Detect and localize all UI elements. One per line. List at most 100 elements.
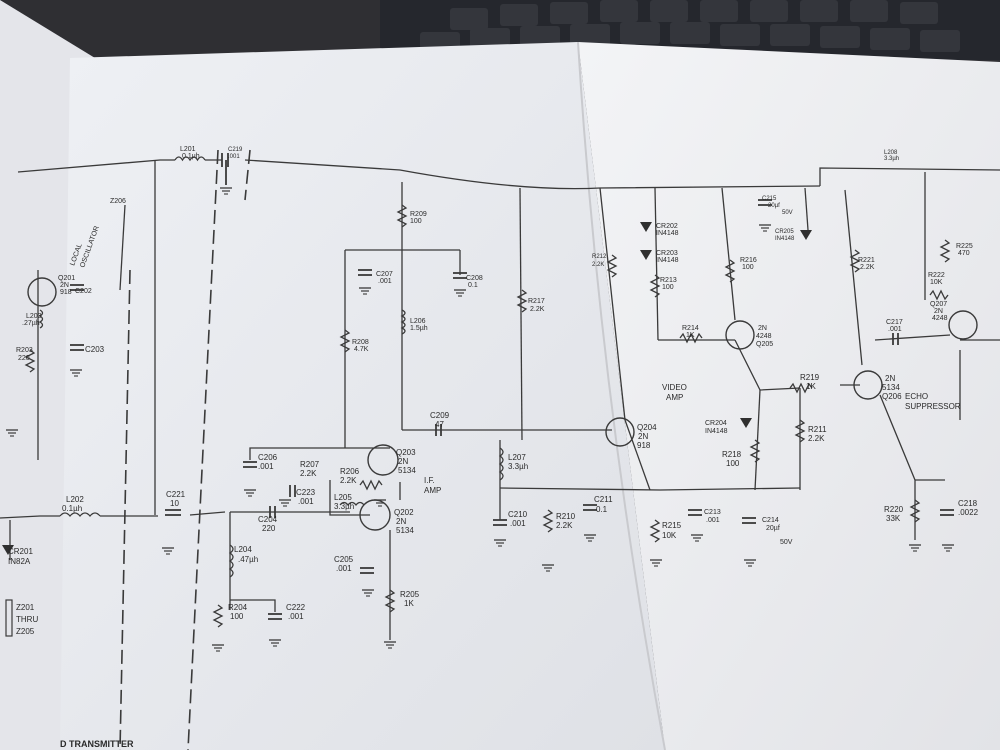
label-c209-val: 47 xyxy=(435,420,444,429)
label-c219-val: .001 xyxy=(228,154,240,160)
label-c221: C221 xyxy=(166,490,186,499)
label-q207-type: 2N xyxy=(934,308,943,315)
label-r211: R211 xyxy=(808,425,827,434)
resistor-symbols xyxy=(24,204,951,628)
label-c206-val: .001 xyxy=(258,462,274,471)
label-c210: C210 xyxy=(508,510,528,519)
label-r222: R222 xyxy=(928,272,945,279)
label-r210: R210 xyxy=(556,512,576,521)
label-c209: C209 xyxy=(430,411,450,420)
label-r209-val: 100 xyxy=(410,218,422,225)
label-suppressor: SUPPRESSOR xyxy=(905,402,961,411)
label-c215-val: 20µf xyxy=(768,203,780,209)
label-l208: L208 xyxy=(884,150,898,156)
label-q201: Q201 xyxy=(58,275,75,282)
label-c214: C214 xyxy=(762,517,779,524)
label-l201-val: 0.1µh xyxy=(182,153,200,160)
label-cr202-val: IN4148 xyxy=(656,230,679,237)
label-c217: C217 xyxy=(886,319,903,326)
label-c215: C215 xyxy=(762,196,777,202)
label-c213-val: .001 xyxy=(706,517,720,524)
label-r207: R207 xyxy=(300,460,320,469)
label-c204: C204 xyxy=(258,515,278,524)
label-q203-type: 2N xyxy=(398,457,408,466)
label-q205-type: 2N xyxy=(758,325,767,332)
label-r208-val: 4.7K xyxy=(354,346,369,353)
label-z205: Z205 xyxy=(16,627,35,636)
label-r225-val: 470 xyxy=(958,250,970,257)
label-cr203-val: IN4148 xyxy=(656,257,679,264)
label-c208: C208 xyxy=(466,275,483,282)
label-r219-val: 1K xyxy=(806,382,816,391)
label-c214-volt: 50V xyxy=(780,539,793,546)
label-c211: C211 xyxy=(594,495,613,504)
label-r215-val: 10K xyxy=(662,531,677,540)
label-c207-val: .001 xyxy=(378,278,392,285)
label-cr205: CR205 xyxy=(775,229,794,235)
label-q203: Q203 xyxy=(396,448,416,457)
label-l207-val: 3.3µh xyxy=(508,462,528,471)
label-c202: C202 xyxy=(75,288,92,295)
label-r222-val: 10K xyxy=(930,279,943,286)
label-cr205-val: IN4148 xyxy=(775,236,795,242)
label-cr201-val: IN82A xyxy=(8,557,31,566)
circuit-wiring xyxy=(0,159,1000,640)
label-r206: R206 xyxy=(340,467,360,476)
label-q202-type: 2N xyxy=(396,517,406,526)
label-video: VIDEO xyxy=(662,383,687,392)
label-if: I.F. xyxy=(424,476,435,485)
label-thru: THRU xyxy=(16,615,38,624)
label-c221-val: 10 xyxy=(170,499,179,508)
label-r206-val: 2.2K xyxy=(340,476,357,485)
label-r213-val: 100 xyxy=(662,284,674,291)
label-r205: R205 xyxy=(400,590,420,599)
diode-symbols xyxy=(2,222,812,555)
label-r204-val: 100 xyxy=(230,612,244,621)
label-c203: C203 xyxy=(85,345,105,354)
label-cr203: CR203 xyxy=(656,250,678,257)
label-r212-val: 2.2K xyxy=(592,262,604,268)
label-r209: R209 xyxy=(410,211,427,218)
label-r217: R217 xyxy=(528,298,545,305)
booklet xyxy=(60,41,1000,750)
label-l206-val: 1.5µh xyxy=(410,325,428,332)
label-c217-val: .001 xyxy=(888,326,902,333)
label-l203-val: .27µh xyxy=(22,320,40,327)
label-q201-type: 2N xyxy=(60,282,69,289)
label-q202-num: 5134 xyxy=(396,526,414,535)
label-c207: C207 xyxy=(376,271,393,278)
label-r216-val: 100 xyxy=(742,264,754,271)
label-q206: Q206 xyxy=(882,392,902,401)
label-transmitter-fragment: D TRANSMITTER xyxy=(60,739,134,749)
label-r204: R204 xyxy=(228,603,248,612)
left-page xyxy=(60,42,665,750)
label-q204-type: 2N xyxy=(638,432,648,441)
label-r220-val: 33K xyxy=(886,514,901,523)
label-z206: Z206 xyxy=(110,198,126,205)
label-l206: L206 xyxy=(410,318,426,325)
label-r207-val: 2.2K xyxy=(300,469,317,478)
shield-dividers xyxy=(119,149,251,750)
label-echo: ECHO xyxy=(905,392,928,401)
label-c205: C205 xyxy=(334,555,354,564)
label-r210-val: 2.2K xyxy=(556,521,573,530)
label-r225: R225 xyxy=(956,243,973,250)
label-l203: L203 xyxy=(26,313,42,320)
label-q201-num: 918 xyxy=(60,289,72,296)
label-video-amp: AMP xyxy=(666,393,683,402)
label-l202: L202 xyxy=(66,495,84,504)
label-q206-type: 2N xyxy=(885,374,895,383)
label-r213: R213 xyxy=(660,277,677,284)
label-q203-num: 5134 xyxy=(398,466,416,475)
label-r203-val: 220 xyxy=(18,355,30,362)
label-q206-num: 5134 xyxy=(882,383,900,392)
label-r208: R208 xyxy=(352,339,369,346)
label-c204-val: 220 xyxy=(262,524,276,533)
label-r203: R203 xyxy=(16,347,33,354)
label-l205-val: 3.3µh xyxy=(334,502,354,511)
label-c219: C219 xyxy=(228,147,243,153)
label-r219: R219 xyxy=(800,373,820,382)
label-c223-val: .001 xyxy=(298,497,314,506)
label-c211-val: 0.1 xyxy=(596,505,608,514)
